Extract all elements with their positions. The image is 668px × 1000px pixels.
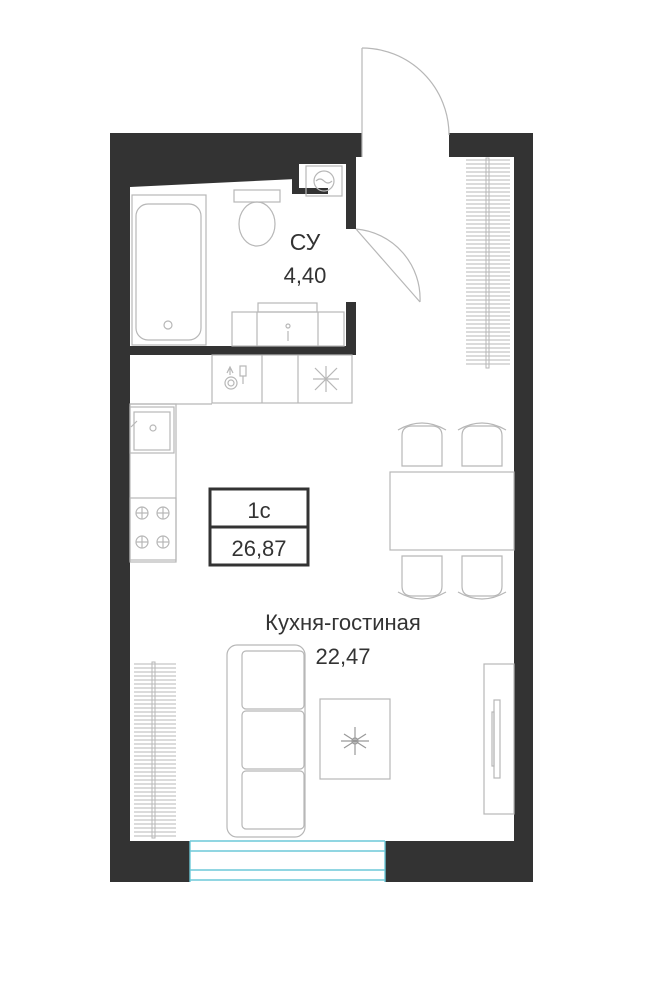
kitchen-sink (129, 406, 175, 454)
room-name: Кухня-гостиная (265, 610, 421, 635)
washing-machine (305, 165, 343, 197)
wall-top-left (110, 133, 362, 157)
chair (457, 422, 507, 467)
kitchen-counter-left (129, 403, 177, 563)
bathroom-fixtures (131, 165, 345, 347)
room-area: 4,40 (284, 263, 327, 288)
wall-bath-bottom (130, 346, 356, 355)
wall-niche-top (292, 157, 356, 164)
room-label-kitchen-living: Кухня-гостиная 22,47 (265, 610, 421, 669)
plant-icon (341, 727, 369, 755)
wall-bath-right-upper (346, 157, 356, 229)
doors (355, 47, 450, 303)
kitchen-counter-top (211, 354, 353, 404)
bathroom-door[interactable] (355, 228, 421, 303)
unit-badge: 1с 26,87 (208, 487, 310, 567)
sofa (226, 644, 306, 838)
wall-bottom-left (110, 841, 190, 882)
wall-bottom-right (385, 841, 533, 882)
room-name: СУ (290, 229, 321, 255)
wall-bath-right-lower (346, 302, 356, 355)
dining-table (389, 471, 515, 551)
radiators (134, 157, 510, 839)
unit-total-area: 26,87 (231, 536, 286, 561)
chair (397, 422, 447, 467)
window-glazing (189, 840, 386, 882)
wall-right (514, 133, 533, 882)
kitchen-unit (129, 354, 353, 563)
bathtub (131, 194, 207, 346)
tv-stand (483, 663, 515, 815)
chair (457, 555, 507, 600)
burner (135, 506, 149, 520)
entrance-door[interactable] (361, 47, 450, 157)
wall-left (110, 133, 130, 882)
bathroom-walls (130, 157, 356, 355)
living-furniture (226, 644, 515, 838)
radiator-right (466, 157, 510, 369)
dishwasher-icon (224, 365, 247, 390)
chair (397, 555, 447, 600)
unit-type: 1с (247, 498, 270, 523)
exterior-walls (110, 133, 533, 882)
radiator-left (134, 661, 176, 839)
burner (156, 506, 170, 520)
toilet (233, 189, 281, 247)
wall-bath-slant (130, 157, 296, 187)
burner (156, 535, 170, 549)
room-label-bathroom: СУ 4,40 (284, 229, 327, 288)
coffee-table (319, 698, 391, 780)
burner (135, 535, 149, 549)
room-area: 22,47 (315, 644, 370, 669)
wall-niche-left (292, 157, 299, 194)
bathroom-sink (231, 302, 345, 347)
wall-niche-bottom (292, 188, 328, 194)
cooktop (129, 497, 177, 561)
dining-set (389, 422, 515, 600)
extractor-fan-icon (313, 366, 339, 392)
